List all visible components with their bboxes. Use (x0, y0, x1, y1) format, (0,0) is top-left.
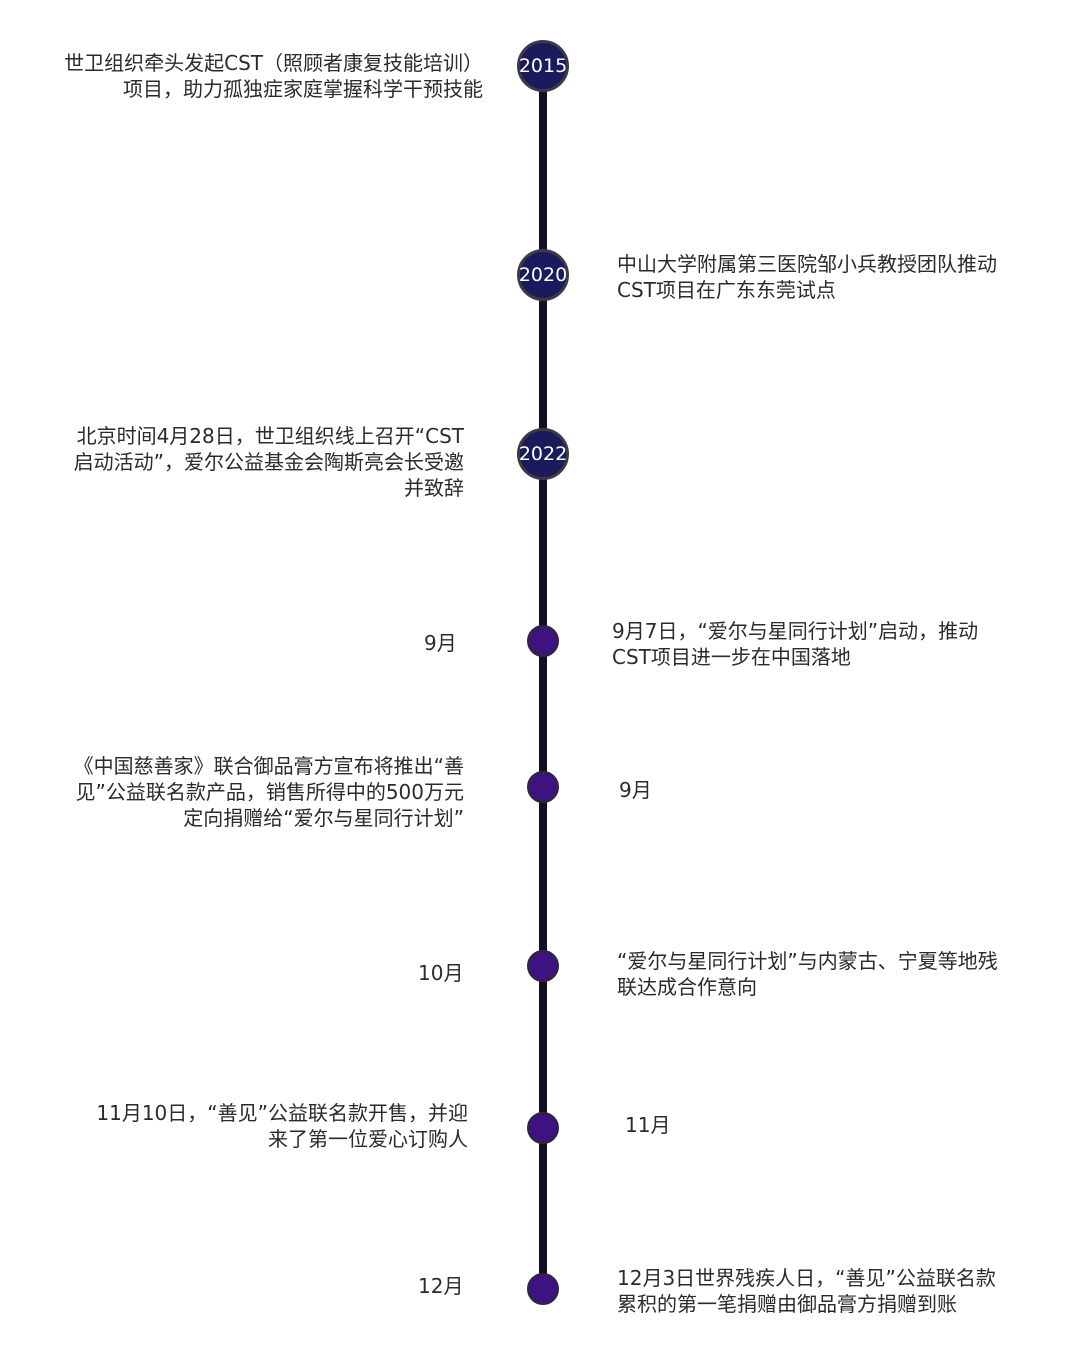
timeline-line (539, 64, 547, 1294)
year-node-2015: 2015 (517, 40, 569, 92)
year-node-2020: 2020 (517, 249, 569, 301)
event-text-dec-3: 12月3日世界残疾人日，“善见”公益联名款 累积的第一笔捐赠由御品膏方捐赠到账 (617, 1266, 996, 1316)
event-text-oct-cooperation: “爱尔与星同行计划”与内蒙古、宁夏等地残 联达成合作意向 (617, 949, 998, 999)
month-label-nov: 11月 (625, 1113, 671, 1137)
month-node (527, 1273, 559, 1305)
month-node (527, 1112, 559, 1144)
month-node (527, 950, 559, 982)
year-node-2022: 2022 (517, 428, 569, 480)
event-text-2015: 世卫组织牵头发起CST（照顾者康复技能培训） 项目，助力孤独症家庭掌握科学干预技… (64, 51, 483, 101)
event-text-2020: 中山大学附属第三医院邹小兵教授团队推动 CST项目在广东东莞试点 (617, 252, 997, 302)
month-node (527, 625, 559, 657)
event-text-2022: 北京时间4月28日，世卫组织线上召开“CST 启动活动”，爱尔公益基金会陶斯亮会… (73, 424, 464, 500)
month-label-sept-right: 9月 (619, 778, 652, 802)
month-label-dec: 12月 (418, 1274, 464, 1298)
event-text-sept-7: 9月7日，“爱尔与星同行计划”启动，推动 CST项目进一步在中国落地 (612, 619, 979, 669)
month-node (527, 771, 559, 803)
month-label-oct: 10月 (418, 961, 464, 985)
month-label-sept-left: 9月 (424, 631, 457, 655)
event-text-shanjian-announce: 《中国慈善家》联合御品膏方宣布将推出“善 见”公益联名款产品，销售所得中的500… (73, 754, 464, 830)
event-text-nov-10: 11月10日，“善见”公益联名款开售，并迎 来了第一位爱心订购人 (96, 1101, 468, 1151)
